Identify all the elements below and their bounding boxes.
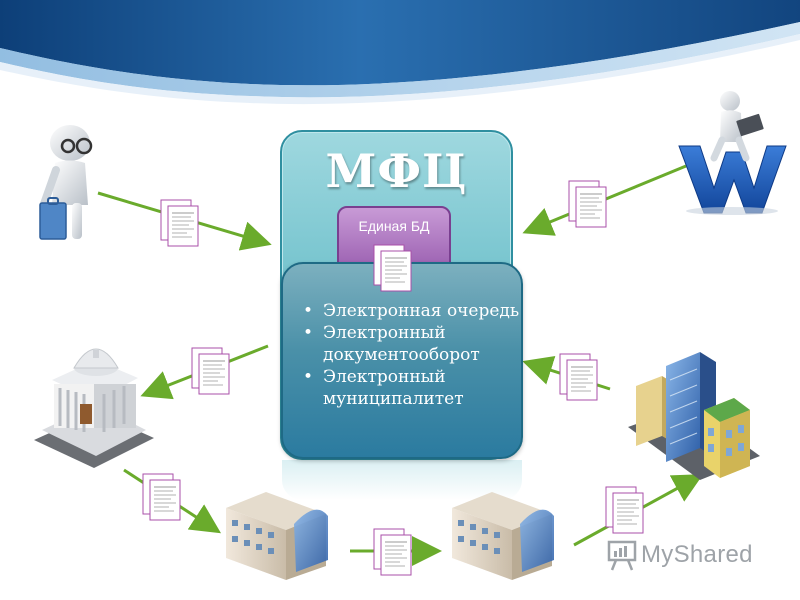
person-with-briefcase-icon [39,125,93,240]
mfc-title: МФЦ [325,144,468,198]
database-label: Единая БД [358,218,430,234]
office-building-icon [226,492,328,580]
services-list: Электронная очередь Электронный документ… [297,300,521,410]
city-buildings-icon [628,352,760,480]
watermark-text: MyShared [641,541,753,568]
service-item: Электронный муниципалитет [297,366,521,410]
government-building-icon [34,348,154,468]
services-block: Электронная очередь Электронный документ… [281,262,523,459]
watermark: MyShared [607,538,753,572]
header-wave [0,0,800,105]
presentation-board-icon [607,540,637,571]
office-building-icon [452,492,554,580]
service-item: Электронная очередь [297,300,521,322]
arrow-web-to-mfc [522,164,687,236]
person-on-w-letter-icon [678,91,787,215]
service-item: Электронный документооборот [297,322,521,366]
mfc-reflection [282,460,522,500]
